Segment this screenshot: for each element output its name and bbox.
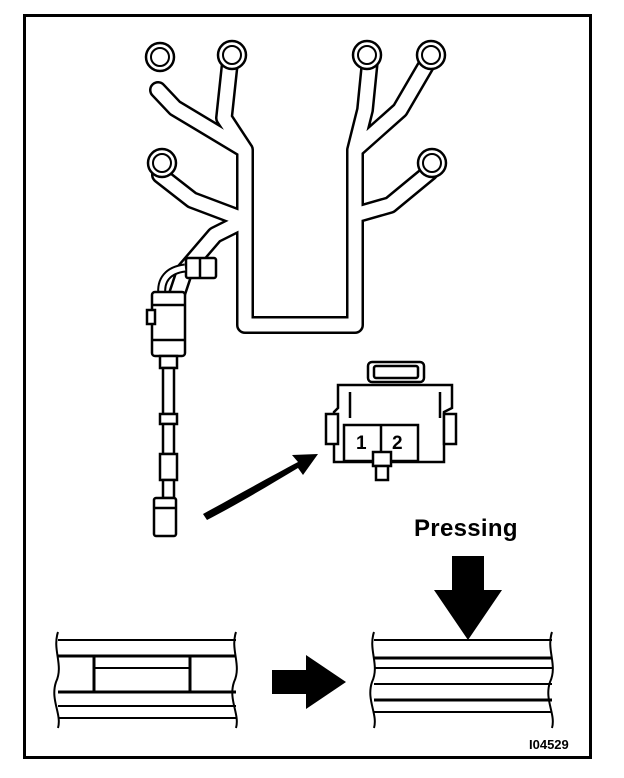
figure-id: I04529 <box>529 737 569 752</box>
two-pin-connector <box>324 360 458 482</box>
pin-2-label: 2 <box>392 433 403 454</box>
pressing-label: Pressing <box>414 515 518 542</box>
cable-after-pressing <box>369 631 554 729</box>
pin-1-label: 1 <box>356 433 367 454</box>
sensor-lead <box>145 263 187 538</box>
diagram-frame <box>23 14 592 759</box>
curved-arrow-icon <box>203 454 318 520</box>
cable-before-pressing <box>53 631 238 729</box>
wiring-harness <box>158 60 430 325</box>
right-arrow-icon <box>272 655 346 709</box>
down-arrow-icon <box>434 556 502 640</box>
harness-clip <box>184 256 218 280</box>
